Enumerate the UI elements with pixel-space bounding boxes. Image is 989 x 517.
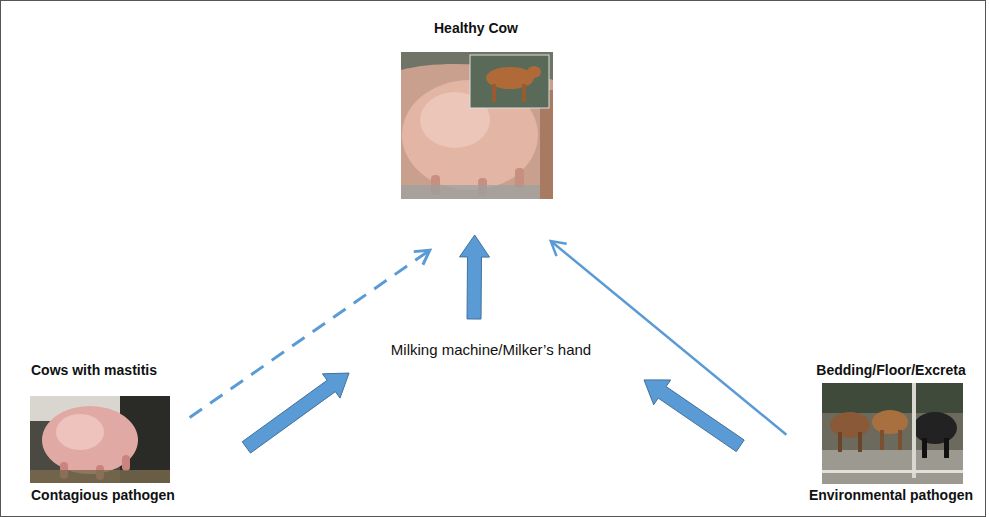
arrow-shaft [552, 242, 786, 434]
photo-space [31, 379, 183, 487]
node-heading: Milking machine/Milker’s hand [369, 341, 614, 359]
node-caption: Environmental pathogen [798, 487, 984, 504]
barn-floor-photo [822, 383, 963, 484]
arrow-head [414, 250, 430, 265]
photo-space [389, 37, 563, 201]
healthy-cow-node: Healthy Cow [389, 20, 563, 201]
arrow-head [551, 241, 567, 256]
block-arrow [242, 373, 349, 453]
mastitis-udder-photo [30, 396, 170, 483]
block-arrow-shape [460, 235, 490, 319]
node-heading: Cows with mastitis [31, 362, 183, 379]
node-heading: Healthy Cow [389, 20, 563, 37]
block-arrow [644, 380, 744, 452]
line-arrow [551, 241, 787, 435]
photo-space [798, 379, 984, 487]
transmission-route-node: Milking machine/Milker’s hand [369, 341, 614, 359]
node-heading: Bedding/Floor/Excreta [798, 362, 984, 379]
block-arrow-shape [242, 373, 349, 453]
arrow-shaft [190, 251, 429, 417]
block-arrow-shape [644, 380, 744, 452]
block-arrow [460, 235, 490, 319]
healthy-cow-photo [401, 52, 553, 199]
node-caption: Contagious pathogen [31, 487, 183, 504]
environment-node: Bedding/Floor/ExcretaEnvironmental patho… [798, 362, 984, 504]
mastitis-cow-node: Cows with mastitisContagious pathogen [26, 362, 188, 504]
